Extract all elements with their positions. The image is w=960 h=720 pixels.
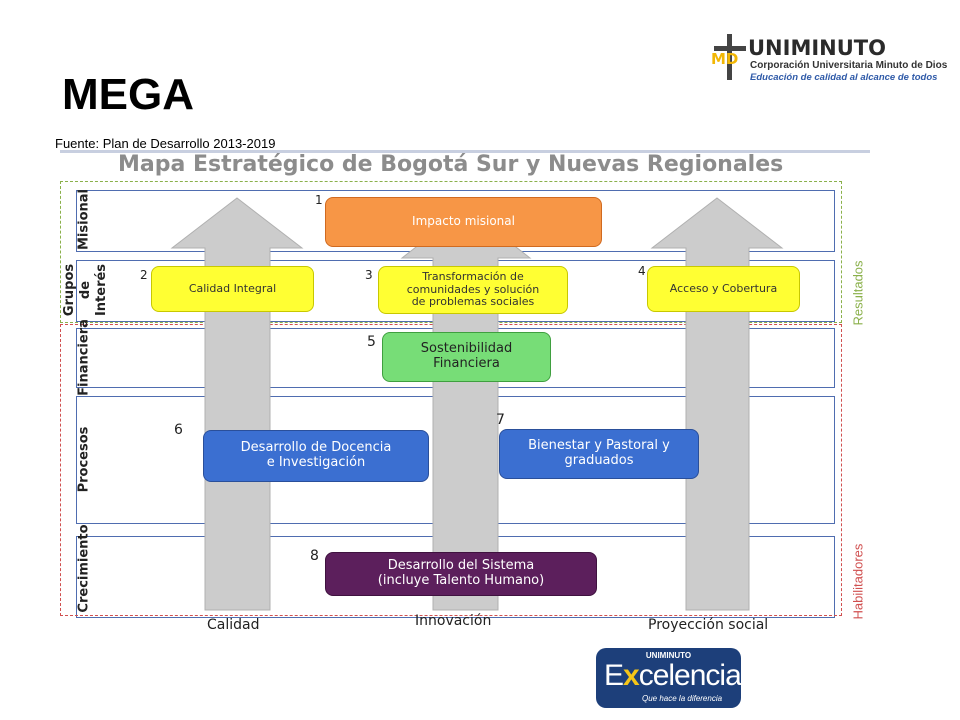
objective-transformacion: Transformación de comunidades y solución… (378, 266, 568, 314)
excelencia-logo-top: UNIMINUTO (645, 651, 692, 660)
objective-desarrollo-sistema: Desarrollo del Sistema (incluye Talento … (325, 552, 597, 596)
objective-impacto-misional: Impacto misional (325, 197, 602, 247)
strategy-map: Mapa Estratégico de Bogotá Sur y Nuevas … (52, 150, 870, 636)
objective-impacto-misional-label: Impacto misional (412, 214, 515, 229)
uniminuto-logo: MD UNIMINUTO Corporación Universitaria M… (710, 32, 947, 87)
objective-number-3: 3 (365, 268, 373, 282)
logo-brand: UNIMINUTO (748, 36, 886, 60)
arrow-proyeccion-social (650, 197, 784, 611)
objective-sostenibilidad: Sostenibilidad Financiera (382, 332, 551, 382)
objective-bienestar-line1: Bienestar y Pastoral y (528, 438, 670, 454)
objective-sistema-line1: Desarrollo del Sistema (387, 558, 535, 574)
pillar-innovacion: Innovación (415, 613, 492, 629)
objective-calidad-integral-label: Calidad Integral (188, 281, 277, 295)
objective-acceso-cobertura-label: Acceso y Cobertura (669, 281, 778, 295)
objective-number-7: 7 (496, 412, 505, 428)
uniminuto-cross-icon: MD (711, 34, 746, 80)
objective-acceso-cobertura: Acceso y Cobertura (647, 266, 800, 312)
objective-transformacion-line2: comunidades y solución (406, 282, 540, 296)
objective-number-4: 4 (638, 264, 646, 278)
objective-number-1: 1 (315, 193, 323, 207)
objective-sistema-line2: (incluye Talento Humano) (377, 573, 545, 588)
logo-line1: Corporación Universitaria Minuto de Dios (750, 60, 948, 71)
objective-number-8: 8 (310, 548, 319, 564)
excelencia-logo-word: Excelencia (604, 659, 741, 693)
objective-sostenibilidad-line2: Financiera (433, 356, 500, 371)
pillar-calidad: Calidad (207, 617, 260, 633)
logo-line2: Educación de calidad al alcance de todos (750, 72, 938, 83)
objective-docencia-line2: e Investigación (266, 455, 366, 470)
pillar-proyeccion-social: Proyección social (648, 617, 769, 633)
objective-bienestar-pastoral: Bienestar y Pastoral y graduados (499, 429, 699, 479)
logo-monogram: MD (711, 50, 738, 68)
excelencia-logo-x: x (623, 659, 640, 692)
objective-transformacion-line1: Transformación de (422, 270, 524, 284)
excelencia-logo-suffix: celencia (638, 659, 741, 692)
objective-number-5: 5 (367, 334, 376, 350)
objective-docencia-line1: Desarrollo de Docencia (240, 440, 392, 456)
title-divider (60, 150, 870, 153)
excelencia-logo-prefix: E (604, 659, 624, 692)
source-note: Fuente: Plan de Desarrollo 2013-2019 (55, 136, 276, 151)
objective-number-6: 6 (174, 422, 183, 438)
objective-number-2: 2 (140, 268, 148, 282)
objective-bienestar-line2: graduados (564, 453, 634, 468)
arrow-calidad (170, 197, 304, 611)
slide-title: MEGA (62, 70, 194, 119)
diagram-title: Mapa Estratégico de Bogotá Sur y Nuevas … (118, 152, 784, 177)
objective-sostenibilidad-line1: Sostenibilidad (420, 341, 513, 357)
objective-calidad-integral: Calidad Integral (151, 266, 314, 312)
objective-docencia-investigacion: Desarrollo de Docencia e Investigación (203, 430, 429, 482)
excelencia-logo-tagline: Que hace la diferencia (642, 694, 723, 703)
excelencia-logo: UNIMINUTO Excelencia Que hace la diferen… (596, 648, 741, 708)
objective-transformacion-line3: de problemas sociales (411, 295, 535, 309)
